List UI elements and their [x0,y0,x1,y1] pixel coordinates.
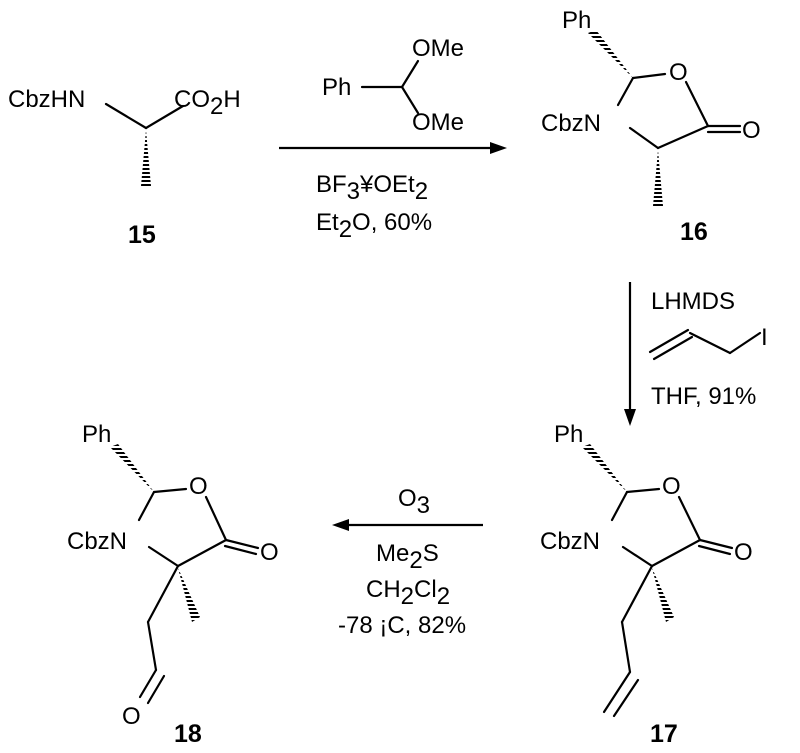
step-1-reagent-phenyl: Ph [322,74,351,101]
compound-18: Ph O O CbzN O 18 [67,421,279,748]
compound-16: Ph O O CbzN 16 [541,7,761,246]
step-1-lewis-acid: BF3¥OEt2 [316,171,428,205]
step-2: LHMDS I THF, 91% [624,282,768,426]
compound-15-number: 15 [128,221,156,249]
compound-16-phenyl: Ph [562,7,591,34]
compound-16-ring-oxygen: O [669,59,688,86]
compound-17-number: 17 [650,720,678,748]
compound-18-phenyl: Ph [82,421,111,448]
compound-17-hashed-methyl [652,568,674,622]
step-3-solvent: CH2Cl2 [366,576,450,610]
compound-18-hashed-methyl [178,568,200,622]
compound-15-hashed-methyl [141,130,151,186]
compound-15: CbzHN CO2H 15 [8,86,241,249]
step-1-reagent-ome-bottom: OMe [412,109,464,136]
compound-18-aldehyde-oxygen: O [122,703,141,730]
compound-17-carbonyl-oxygen: O [734,539,753,566]
compound-18-nitrogen-label: CbzN [67,528,127,555]
compound-15-nitrogen-label: CbzHN [8,86,85,113]
step-2-arrowhead [624,409,636,426]
step-2-conditions: THF, 91% [651,383,756,410]
compound-16-hashed-methyl [653,150,663,206]
step-2-iodide: I [761,324,768,351]
step-3-conditions: -78 ¡C, 82% [338,612,466,639]
step-3-arrowhead [332,519,349,531]
step-2-base: LHMDS [651,288,735,315]
compound-16-hashed-phenyl-bond [588,30,633,78]
step-1-reagent-ome-top: OMe [412,35,464,62]
compound-17-nitrogen-label: CbzN [540,528,600,555]
compound-18-carbonyl-oxygen: O [260,539,279,566]
step-1-solvent-yield: Et2O, 60% [316,209,432,243]
compound-15-acid-label: CO2H [174,86,241,120]
step-3: O3 Me2S CH2Cl2 -78 ¡C, 82% [332,485,483,639]
compound-17-phenyl: Ph [554,421,583,448]
step-3-me2s: Me2S [376,540,439,574]
compound-17-hashed-phenyl-bond [582,444,627,492]
compound-18-hashed-phenyl-bond [110,444,154,492]
compound-16-carbonyl-oxygen: O [742,117,761,144]
compound-18-number: 18 [174,720,202,748]
compound-17-ring-oxygen: O [662,473,681,500]
step-3-ozone: O3 [398,485,430,519]
compound-18-ring-oxygen: O [189,473,208,500]
step-1-arrowhead [490,142,507,154]
compound-16-nitrogen-label: CbzN [541,110,601,137]
compound-16-number: 16 [680,218,708,246]
step-1: Ph OMe OMe BF3¥OEt2 Et2O, 60% [279,35,507,243]
compound-17: Ph O O CbzN 17 [540,421,753,748]
